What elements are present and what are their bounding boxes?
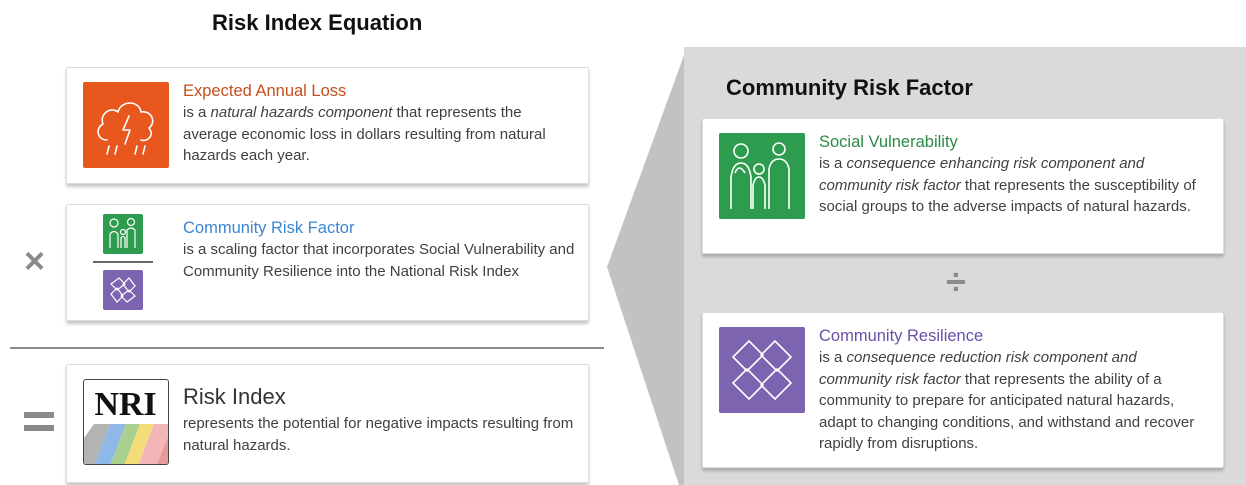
cr-text-after: that represents the ability of a communi… [819,370,1195,453]
expected-annual-loss-card: Expected Annual Loss is a natural hazard… [66,67,589,184]
crf-heading: Community Risk Factor [183,219,355,237]
community-resilience-card: Community Resilience is a consequence re… [702,312,1224,468]
community-risk-factor-title: Community Risk Factor [726,75,973,100]
storm-cloud-icon [83,82,169,168]
eal-text-after: that represents the average economic los… [183,104,546,164]
cr-text-italic: consequence reduction risk component and… [819,349,1137,388]
eal-heading: Expected Annual Loss [183,82,347,100]
page-title: Risk Index Equation [212,10,423,35]
family-icon [719,133,805,219]
equals-operator [24,412,54,432]
divide-operator: ÷ [946,261,966,302]
nri-logo-text: NRI [94,386,157,423]
nri-logo-icon: NRI [83,379,169,465]
eal-text-before: is a [183,104,211,121]
social-vulnerability-card: Social Vulnerability is a consequence en… [702,118,1224,254]
linked-hands-icon [719,327,805,413]
cr-heading: Community Resilience [819,327,984,345]
cr-text-before: is a [819,349,847,366]
crf-text: is a scaling factor that incorporates So… [183,241,575,280]
community-risk-factor-card: Community Risk Factor is a scaling facto… [66,204,589,321]
sv-text-italic: consequence enhancing risk component and… [819,155,1145,194]
sv-text-before: is a [819,155,847,172]
family-icon [103,214,143,254]
fraction-icon [93,214,153,310]
equation-divider [10,347,604,349]
linked-hands-icon [103,270,143,310]
sv-heading: Social Vulnerability [819,133,958,151]
sv-text-after: that represents the susceptibility of so… [819,176,1196,216]
multiply-operator: × [24,240,46,281]
risk-index-card: NRI Risk Index represents the potential … [66,364,589,483]
fraction-line [93,261,153,263]
ri-heading: Risk Index [183,384,286,409]
ri-text: represents the potential for negative im… [183,415,574,454]
eal-text-italic: natural hazards component [210,104,393,121]
